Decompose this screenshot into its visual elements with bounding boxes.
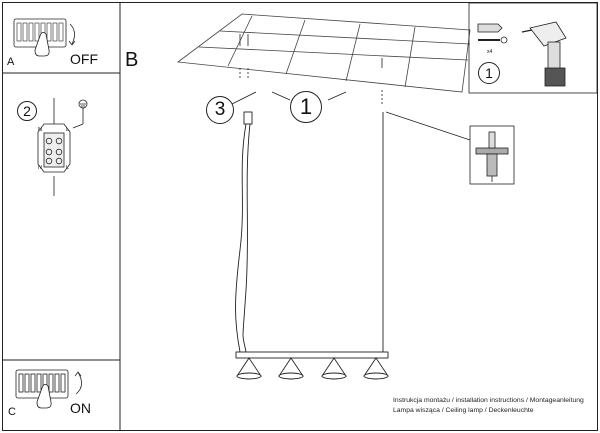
- anchor-detail: [469, 125, 515, 185]
- switch-box-on: [15, 369, 82, 409]
- drill-icon: [521, 21, 567, 87]
- wire-label-l-bottom: L: [66, 165, 70, 171]
- panel-letter-a: A: [7, 56, 15, 68]
- step-number-wiring: 2: [17, 101, 37, 121]
- wire-label-n-bottom: N: [38, 165, 42, 171]
- step-number-kit: 1: [478, 62, 500, 84]
- wall-plug-icon: [477, 23, 508, 44]
- wire-label-n-top: N: [38, 127, 42, 133]
- panel-letter-b: B: [125, 49, 139, 71]
- leader-lines: [231, 91, 471, 141]
- kit-quantity: x4: [487, 49, 493, 55]
- ceiling-grid: [176, 13, 471, 104]
- switch-box-off: [13, 18, 76, 57]
- lamp-fixture: [235, 351, 389, 380]
- panel-letter-c: C: [8, 406, 16, 418]
- lamp-suspension: [235, 111, 384, 353]
- caption-product: Lampa wisząca / Ceiling lamp / Deckenleu…: [393, 407, 534, 414]
- switch-label-on: ON: [70, 400, 91, 416]
- wire-label-l-top: L: [66, 127, 70, 133]
- step-number-cable: 3: [206, 96, 234, 124]
- step-number-mounting: 1: [290, 91, 322, 123]
- kit-box: [468, 2, 598, 94]
- switch-label-off: OFF: [70, 51, 98, 67]
- caption-instructions: Instrukcja montażu / installation instru…: [393, 397, 584, 404]
- wiring-connector: [37, 98, 88, 196]
